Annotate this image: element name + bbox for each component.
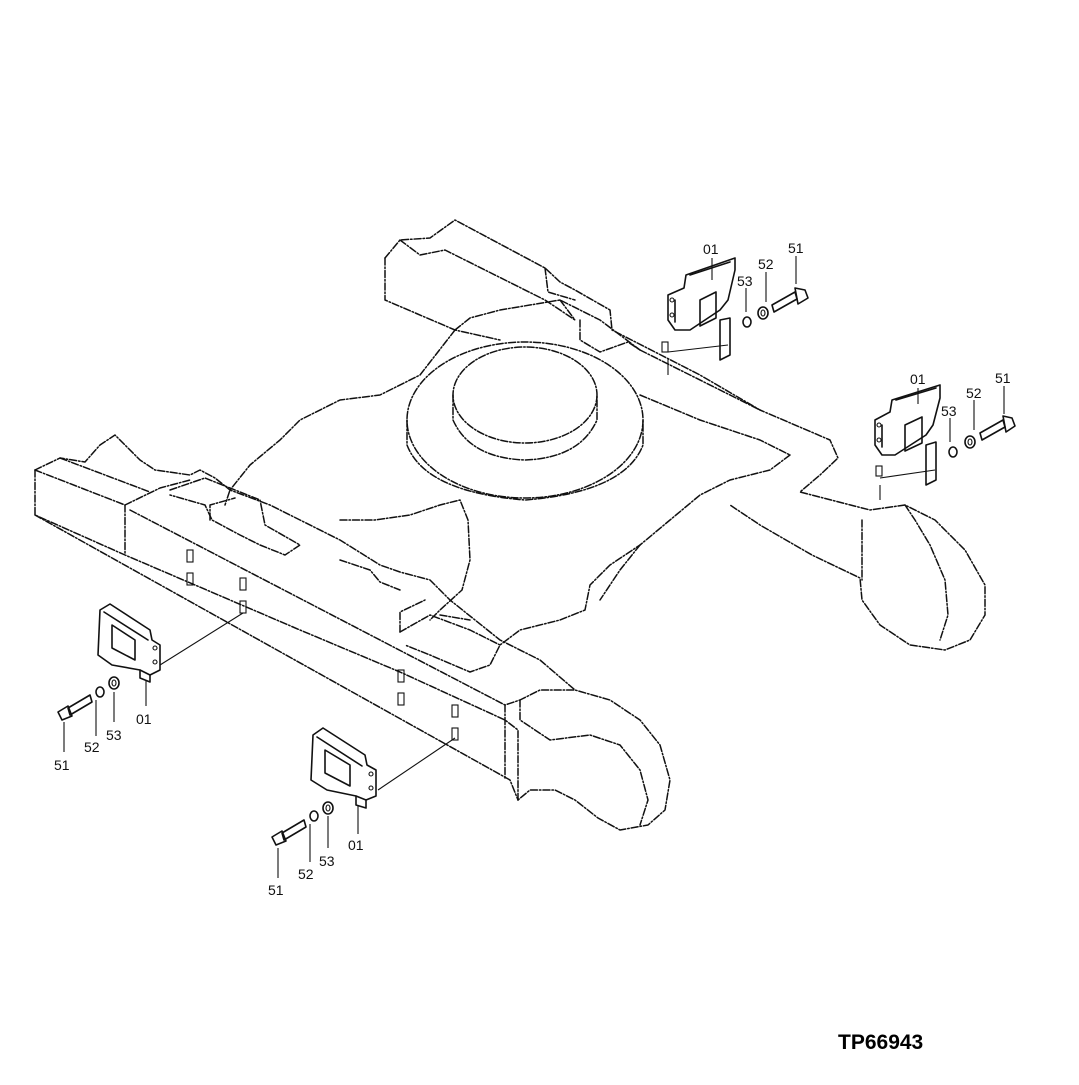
callout-washer-53: 53 xyxy=(319,853,335,869)
callout-bracket-01: 01 xyxy=(136,711,152,727)
callout-bolt-51: 51 xyxy=(788,240,804,256)
bracket-assembly-bottom-left-2 xyxy=(271,727,377,878)
bracket-assembly-top-right-1 xyxy=(667,256,809,361)
callout-washer-53: 53 xyxy=(106,727,122,743)
callout-washer-52: 52 xyxy=(84,739,100,755)
callout-washer-52: 52 xyxy=(758,256,774,272)
bracket-assembly-top-right-2 xyxy=(874,384,1016,486)
drawing-code: TP66943 xyxy=(838,1031,923,1054)
bracket-assembly-bottom-left-1 xyxy=(57,603,161,752)
assembly-leader-lines xyxy=(159,344,936,791)
callout-bolt-51: 51 xyxy=(995,370,1011,386)
callout-washer-53: 53 xyxy=(941,403,957,419)
undercarriage-frame xyxy=(34,219,986,831)
callout-washer-53: 53 xyxy=(737,273,753,289)
callout-labels: 01 53 52 51 01 53 52 51 51 52 53 01 51 5… xyxy=(54,240,1011,898)
callout-bolt-51: 51 xyxy=(268,882,284,898)
callout-bracket-01: 01 xyxy=(910,371,926,387)
callout-washer-52: 52 xyxy=(966,385,982,401)
callout-bolt-51: 51 xyxy=(54,757,70,773)
callout-bracket-01: 01 xyxy=(703,241,719,257)
callout-washer-52: 52 xyxy=(298,866,314,882)
callout-bracket-01: 01 xyxy=(348,837,364,853)
